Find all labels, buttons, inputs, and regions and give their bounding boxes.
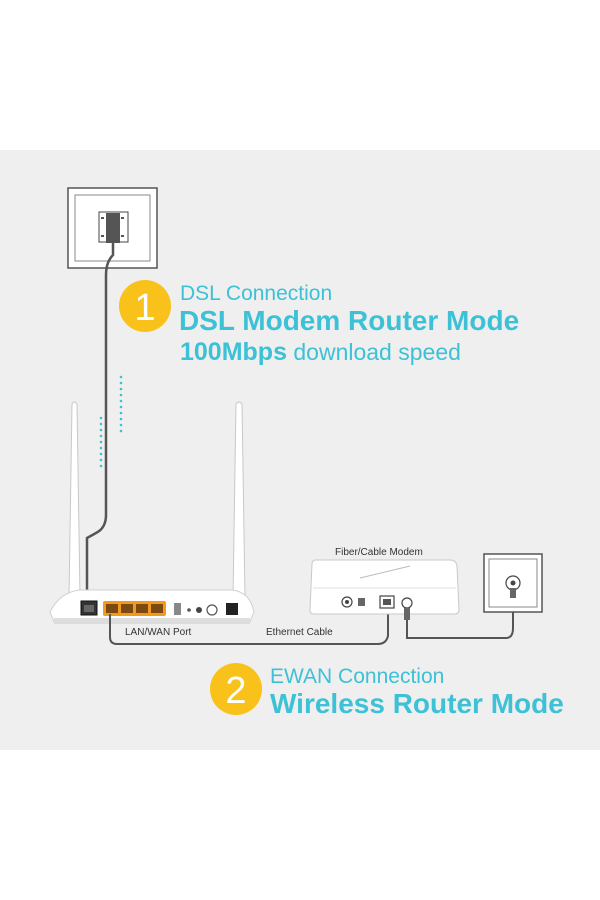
phone-cable bbox=[85, 243, 115, 603]
step-1-speed: 100Mbps download speed bbox=[180, 338, 461, 367]
step-2-number: 2 bbox=[225, 670, 246, 712]
coax-cable bbox=[406, 597, 514, 639]
step-2-mode: Wireless Router Mode bbox=[270, 688, 564, 719]
ethernet-cable bbox=[109, 605, 389, 645]
step-2-connection: EWAN Connection bbox=[270, 665, 445, 688]
step-1-number: 1 bbox=[134, 287, 155, 329]
wifi-signal-icon bbox=[99, 375, 123, 468]
speed-text: download speed bbox=[293, 339, 461, 365]
modem-icon bbox=[309, 559, 460, 620]
step-1-mode: DSL Modem Router Mode bbox=[179, 305, 520, 336]
step-1-connection: DSL Connection bbox=[180, 282, 333, 305]
speed-value: 100Mbps bbox=[180, 338, 287, 366]
step-2-badge: 2 bbox=[210, 663, 262, 715]
modem-label: Fiber/Cable Modem bbox=[335, 547, 423, 558]
ethernet-cable-label: Ethernet Cable bbox=[266, 627, 333, 638]
router-icon bbox=[49, 401, 255, 624]
lan-wan-port-label: LAN/WAN Port bbox=[125, 627, 192, 638]
step-1-badge: 1 bbox=[119, 280, 171, 332]
coax-wall-socket-icon bbox=[483, 553, 543, 613]
phone-wall-socket-icon bbox=[67, 187, 158, 269]
